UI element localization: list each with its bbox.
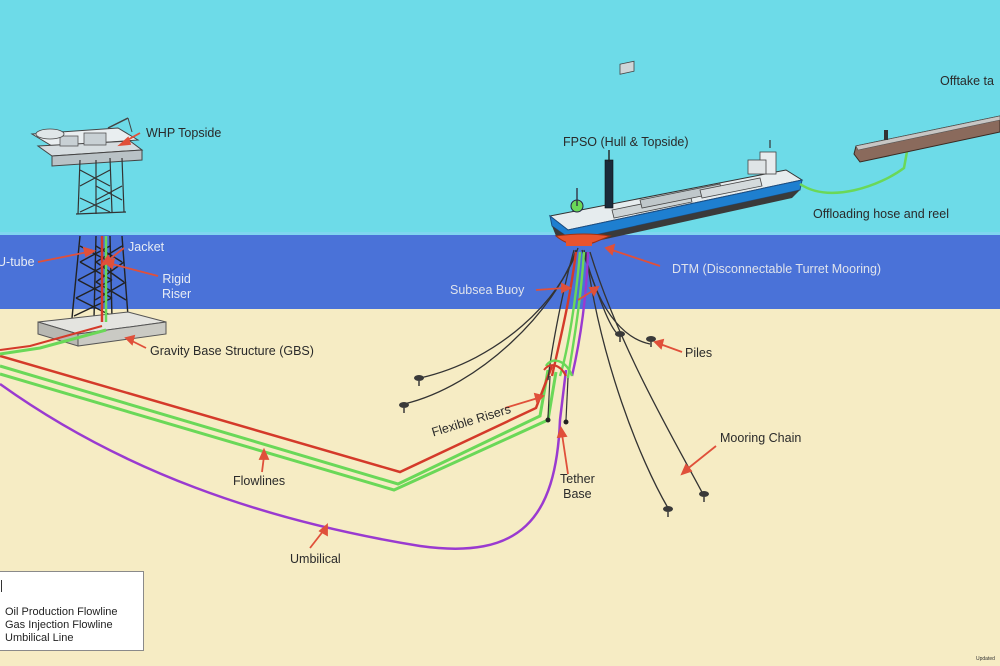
whp-platform	[30, 117, 167, 347]
fpso-vessel	[548, 60, 804, 246]
flowline-bundle	[0, 325, 558, 492]
gas-flowline-outer	[0, 364, 550, 486]
label-dtm: DTM (Disconnectable Turret Mooring)	[672, 262, 882, 276]
label-gbs: Gravity Base Structure (GBS)	[150, 344, 314, 358]
label-rigid-riser: Rigid Riser	[162, 272, 192, 301]
label-jacket: Jacket	[128, 240, 165, 254]
oil-flowline	[0, 354, 554, 474]
label-subsea-buoy: Subsea Buoy	[450, 283, 525, 297]
whp-upper-jacket	[75, 157, 127, 215]
footer-tag: Updated	[976, 656, 995, 662]
pile-anchor	[646, 336, 656, 342]
label-offloading: Offloading hose and reel	[813, 207, 949, 221]
flexible-risers	[550, 251, 590, 379]
legend-box: Oil Production Flowline Gas Injection Fl…	[0, 571, 144, 651]
legend-item-gas: Gas Injection Flowline	[5, 619, 113, 631]
label-u-tube: U-tube	[0, 255, 35, 269]
pile-anchor	[663, 506, 673, 512]
whp-jacket	[71, 235, 129, 319]
pile-anchor	[414, 375, 424, 381]
fpso-topside-modules	[611, 60, 777, 219]
label-offtake: Offtake ta	[940, 74, 994, 88]
legend-item-umbilical: Umbilical Line	[5, 632, 74, 644]
offloading-hose	[799, 145, 910, 194]
sky-zone	[0, 0, 1000, 233]
label-flowlines: Flowlines	[233, 474, 286, 488]
legend-marker	[1, 580, 2, 592]
label-whp-topside: WHP Topside	[146, 126, 222, 140]
gbs-red-feed	[0, 325, 103, 351]
legend-item-oil: Oil Production Flowline	[5, 606, 118, 618]
tether-base-anchors	[545, 417, 569, 425]
label-fpso: FPSO (Hull & Topside)	[563, 135, 689, 149]
seabed-zone	[0, 309, 1000, 666]
tether-lines	[547, 375, 569, 421]
pile-anchor	[699, 491, 709, 497]
label-mooring-chain: Mooring Chain	[720, 431, 802, 445]
label-tether-base: Tether Base	[560, 472, 595, 501]
pile-anchors	[399, 331, 709, 517]
gbs-green-feed	[0, 328, 107, 356]
fpso-hull-lower	[552, 190, 800, 246]
sea-surface-line	[0, 232, 1000, 235]
offtake-tanker	[853, 115, 1000, 163]
umbilical-line	[0, 369, 568, 550]
gas-flowline-inner	[0, 371, 558, 492]
sea-zone	[0, 233, 1000, 309]
callout-arrows	[37, 132, 717, 549]
gbs-base-icon	[37, 311, 167, 347]
fpso-flare-tower	[604, 159, 614, 209]
whp-topside-icon	[30, 117, 144, 167]
pile-anchor	[399, 402, 409, 408]
label-umbilical: Umbilical	[290, 552, 341, 566]
label-piles: Piles	[685, 346, 713, 360]
pile-anchor	[615, 331, 625, 337]
